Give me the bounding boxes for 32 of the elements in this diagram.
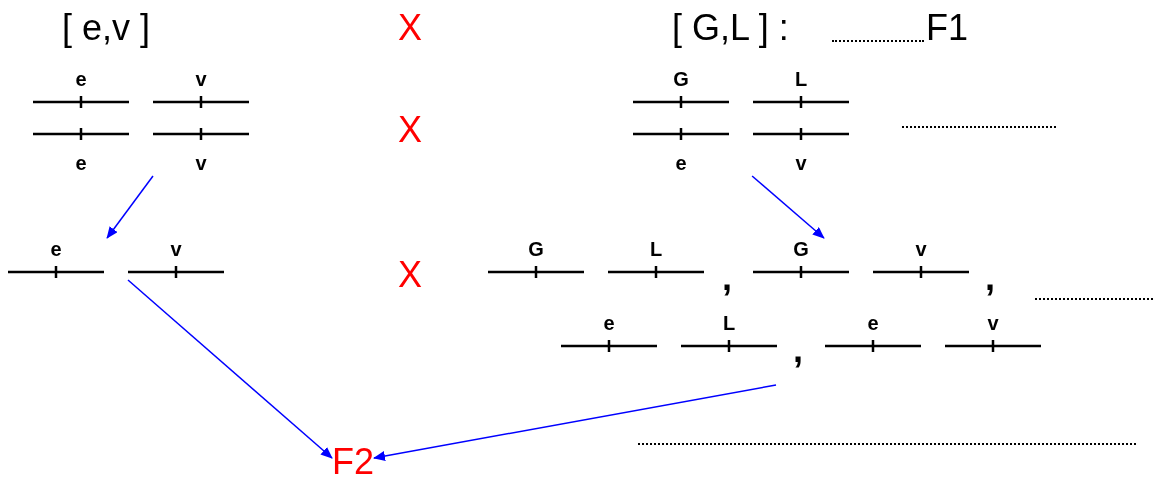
gene-label: v bbox=[986, 312, 1000, 334]
comma: , bbox=[985, 258, 995, 298]
gene-label: e bbox=[674, 152, 688, 174]
arrow bbox=[751, 175, 825, 239]
cross-sign: X bbox=[398, 255, 422, 295]
gene-label: v bbox=[194, 68, 208, 90]
gene-label: L bbox=[648, 238, 664, 260]
generation-label: F1 bbox=[926, 8, 968, 48]
gene-label: v bbox=[794, 152, 808, 174]
cross-sign: X bbox=[398, 8, 422, 48]
gene-label: e bbox=[74, 68, 88, 90]
gene-label: L bbox=[721, 312, 737, 334]
gene-label: e bbox=[866, 312, 880, 334]
gene-label: e bbox=[74, 152, 88, 174]
phenotype-label: [ e,v ] bbox=[62, 8, 151, 48]
gene-label: G bbox=[792, 238, 810, 260]
gene-label: e bbox=[602, 312, 616, 334]
gene-label: v bbox=[169, 238, 183, 260]
comma: , bbox=[722, 258, 732, 298]
gene-label: G bbox=[672, 68, 690, 90]
gene-label: L bbox=[793, 68, 809, 90]
gene-label: v bbox=[194, 152, 208, 174]
arrow bbox=[106, 175, 154, 239]
generation-label: F2 bbox=[332, 442, 374, 482]
arrow bbox=[373, 384, 777, 461]
phenotype-label: [ G,L ] : bbox=[672, 8, 789, 48]
gene-label: G bbox=[527, 238, 545, 260]
cross-sign: X bbox=[398, 110, 422, 150]
gene-label: v bbox=[914, 238, 928, 260]
comma: , bbox=[793, 330, 803, 370]
arrow bbox=[127, 279, 333, 459]
gene-label: e bbox=[49, 238, 63, 260]
